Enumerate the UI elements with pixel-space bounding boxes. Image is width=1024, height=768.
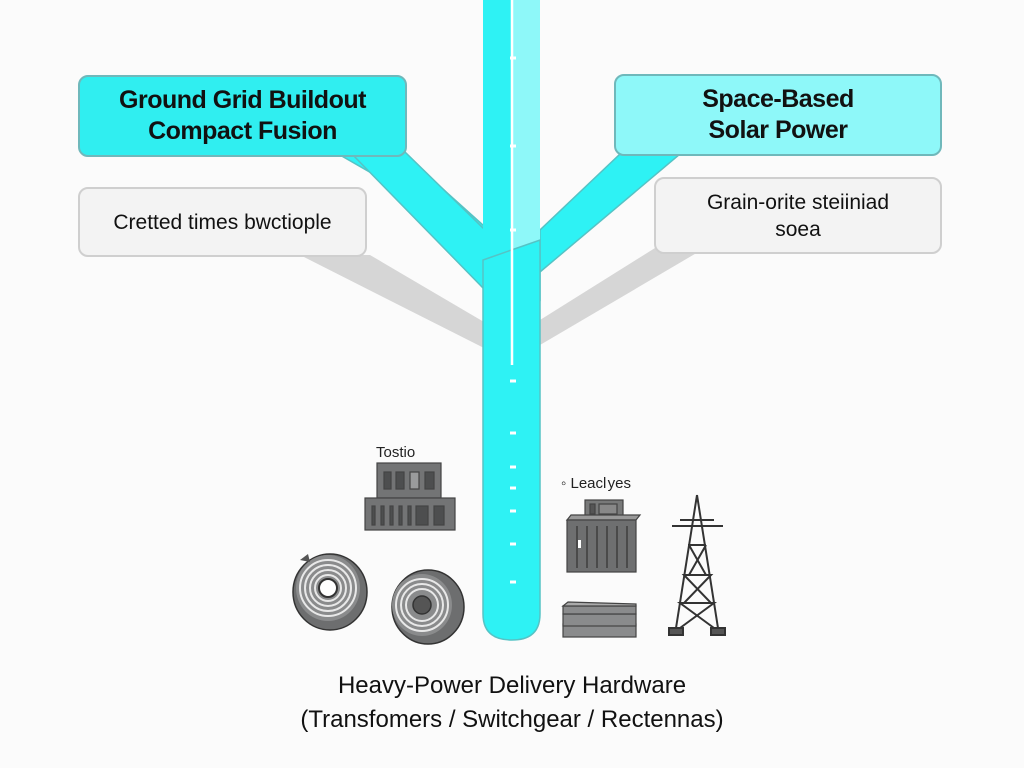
footer-title: Heavy-Power Delivery Hardware (Transfome… xyxy=(0,669,1024,737)
right-primary-line2: Solar Power xyxy=(708,116,849,144)
right-primary-line1: Space-Based xyxy=(702,85,854,113)
left-secondary-box: Cretted times bwctiople xyxy=(78,187,367,257)
right-secondary-line1: Grain-orite steiiniad xyxy=(706,190,890,214)
footer-line2: (Transfomers / Switchgear / Rectennas) xyxy=(300,706,724,733)
right-primary-box: Space-Based Solar Power xyxy=(614,74,942,156)
left-grey-connector xyxy=(300,255,484,348)
coil-icon xyxy=(391,569,465,645)
right-icon-label: ◦ Leacl yes xyxy=(561,475,631,492)
left-primary-box: Ground Grid Buildout Compact Fusion xyxy=(78,75,407,157)
right-secondary-line2: soea xyxy=(775,217,821,241)
cabinet-icon xyxy=(565,499,642,573)
right-grey-connector xyxy=(540,248,705,345)
coil-icon xyxy=(292,553,368,631)
trunk-dashes xyxy=(510,56,516,584)
stack-icon xyxy=(561,601,637,638)
trunk xyxy=(482,238,541,641)
building-icon xyxy=(364,462,456,531)
left-secondary-line1: Cretted times bwctiople xyxy=(113,210,332,234)
pylon-icon xyxy=(668,494,726,636)
trunk-upper-left xyxy=(483,0,512,300)
right-secondary-box: Grain-orite steiiniad soea xyxy=(654,177,942,254)
left-primary-line2: Compact Fusion xyxy=(148,117,337,145)
footer-line1: Heavy-Power Delivery Hardware xyxy=(337,672,687,699)
left-primary-line1: Ground Grid Buildout xyxy=(119,86,366,114)
left-icon-label: Tostio xyxy=(376,444,416,461)
